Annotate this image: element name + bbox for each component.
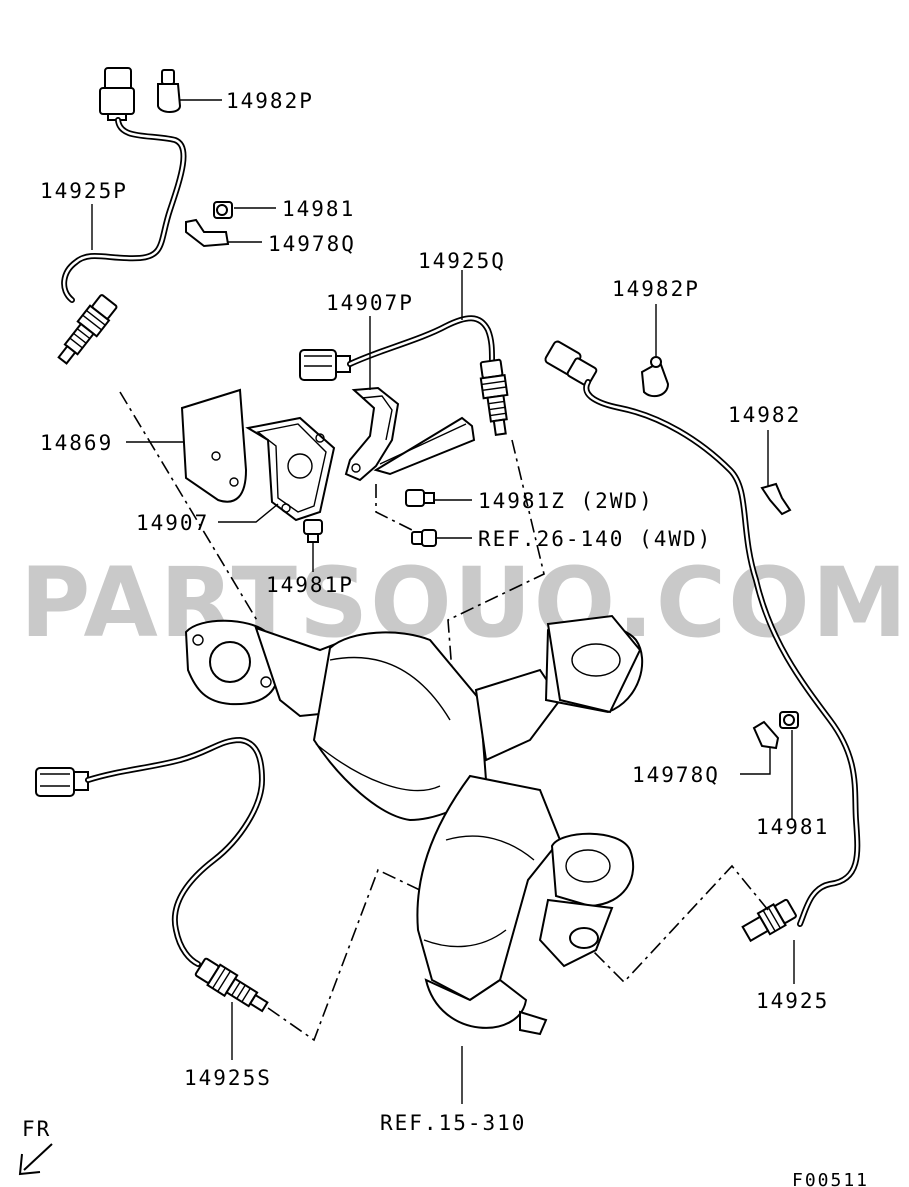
label-14982P-right[interactable]: 14982P [612,277,700,301]
oxygen-sensor-icon[interactable] [544,340,861,944]
label-14978Q-top[interactable]: 14978Q [268,232,356,256]
exhaust-flange-icon [550,832,635,908]
bracket-icon[interactable] [245,416,336,522]
front-arrow-icon [18,1143,53,1176]
wire-clip-icon[interactable] [760,482,792,516]
bolt-icon[interactable] [411,529,437,547]
diagram-code: F00511 [792,1170,869,1187]
label-14981Z[interactable]: 14981Z (2WD) [478,489,654,513]
direction-label: FR [22,1117,51,1141]
installation-line-14925P [119,391,259,623]
label-14925Q[interactable]: 14925Q [418,249,506,273]
oxygen-sensor-icon[interactable] [299,315,513,437]
wire-clip-icon[interactable] [185,218,230,248]
catalytic-converter-icon[interactable] [184,614,644,1036]
leader-14978Q-right [740,748,771,775]
label-14981-right[interactable]: 14981 [756,815,829,839]
installation-line-14925Q [447,439,545,673]
label-14907P[interactable]: 14907P [326,291,414,315]
bolt-icon[interactable] [213,201,233,219]
label-14981P[interactable]: 14981P [266,573,354,597]
label-14869[interactable]: 14869 [40,431,113,455]
oxygen-sensor-icon[interactable] [35,736,271,1017]
bolt-icon[interactable] [779,711,799,729]
wire-clip-icon[interactable] [640,356,670,398]
bracket-icon[interactable] [344,386,476,482]
bolt-icon[interactable] [405,489,435,507]
label-14978Q-right[interactable]: 14978Q [632,763,720,787]
installation-line-bolt [375,484,413,531]
label-14982[interactable]: 14982 [728,403,801,427]
label-14907[interactable]: 14907 [136,511,209,535]
installation-line-14925S [267,868,425,1042]
label-ref-15-310[interactable]: REF.15-310 [380,1111,526,1135]
installation-line-14925 [585,864,769,984]
wire-clip-icon[interactable] [752,720,780,750]
wire-clip-icon[interactable] [157,69,182,113]
label-14982P-top[interactable]: 14982P [226,89,314,113]
label-ref-26-140[interactable]: REF.26-140 (4WD) [478,527,712,551]
leader-14907 [218,503,279,523]
oxygen-sensor-icon[interactable] [53,67,187,368]
label-14925P[interactable]: 14925P [40,179,128,203]
label-14981-top[interactable]: 14981 [282,197,355,221]
heat-shield-icon[interactable] [180,388,248,503]
bolt-icon[interactable] [303,519,323,543]
label-14925S[interactable]: 14925S [184,1066,272,1090]
label-14925[interactable]: 14925 [756,989,829,1013]
